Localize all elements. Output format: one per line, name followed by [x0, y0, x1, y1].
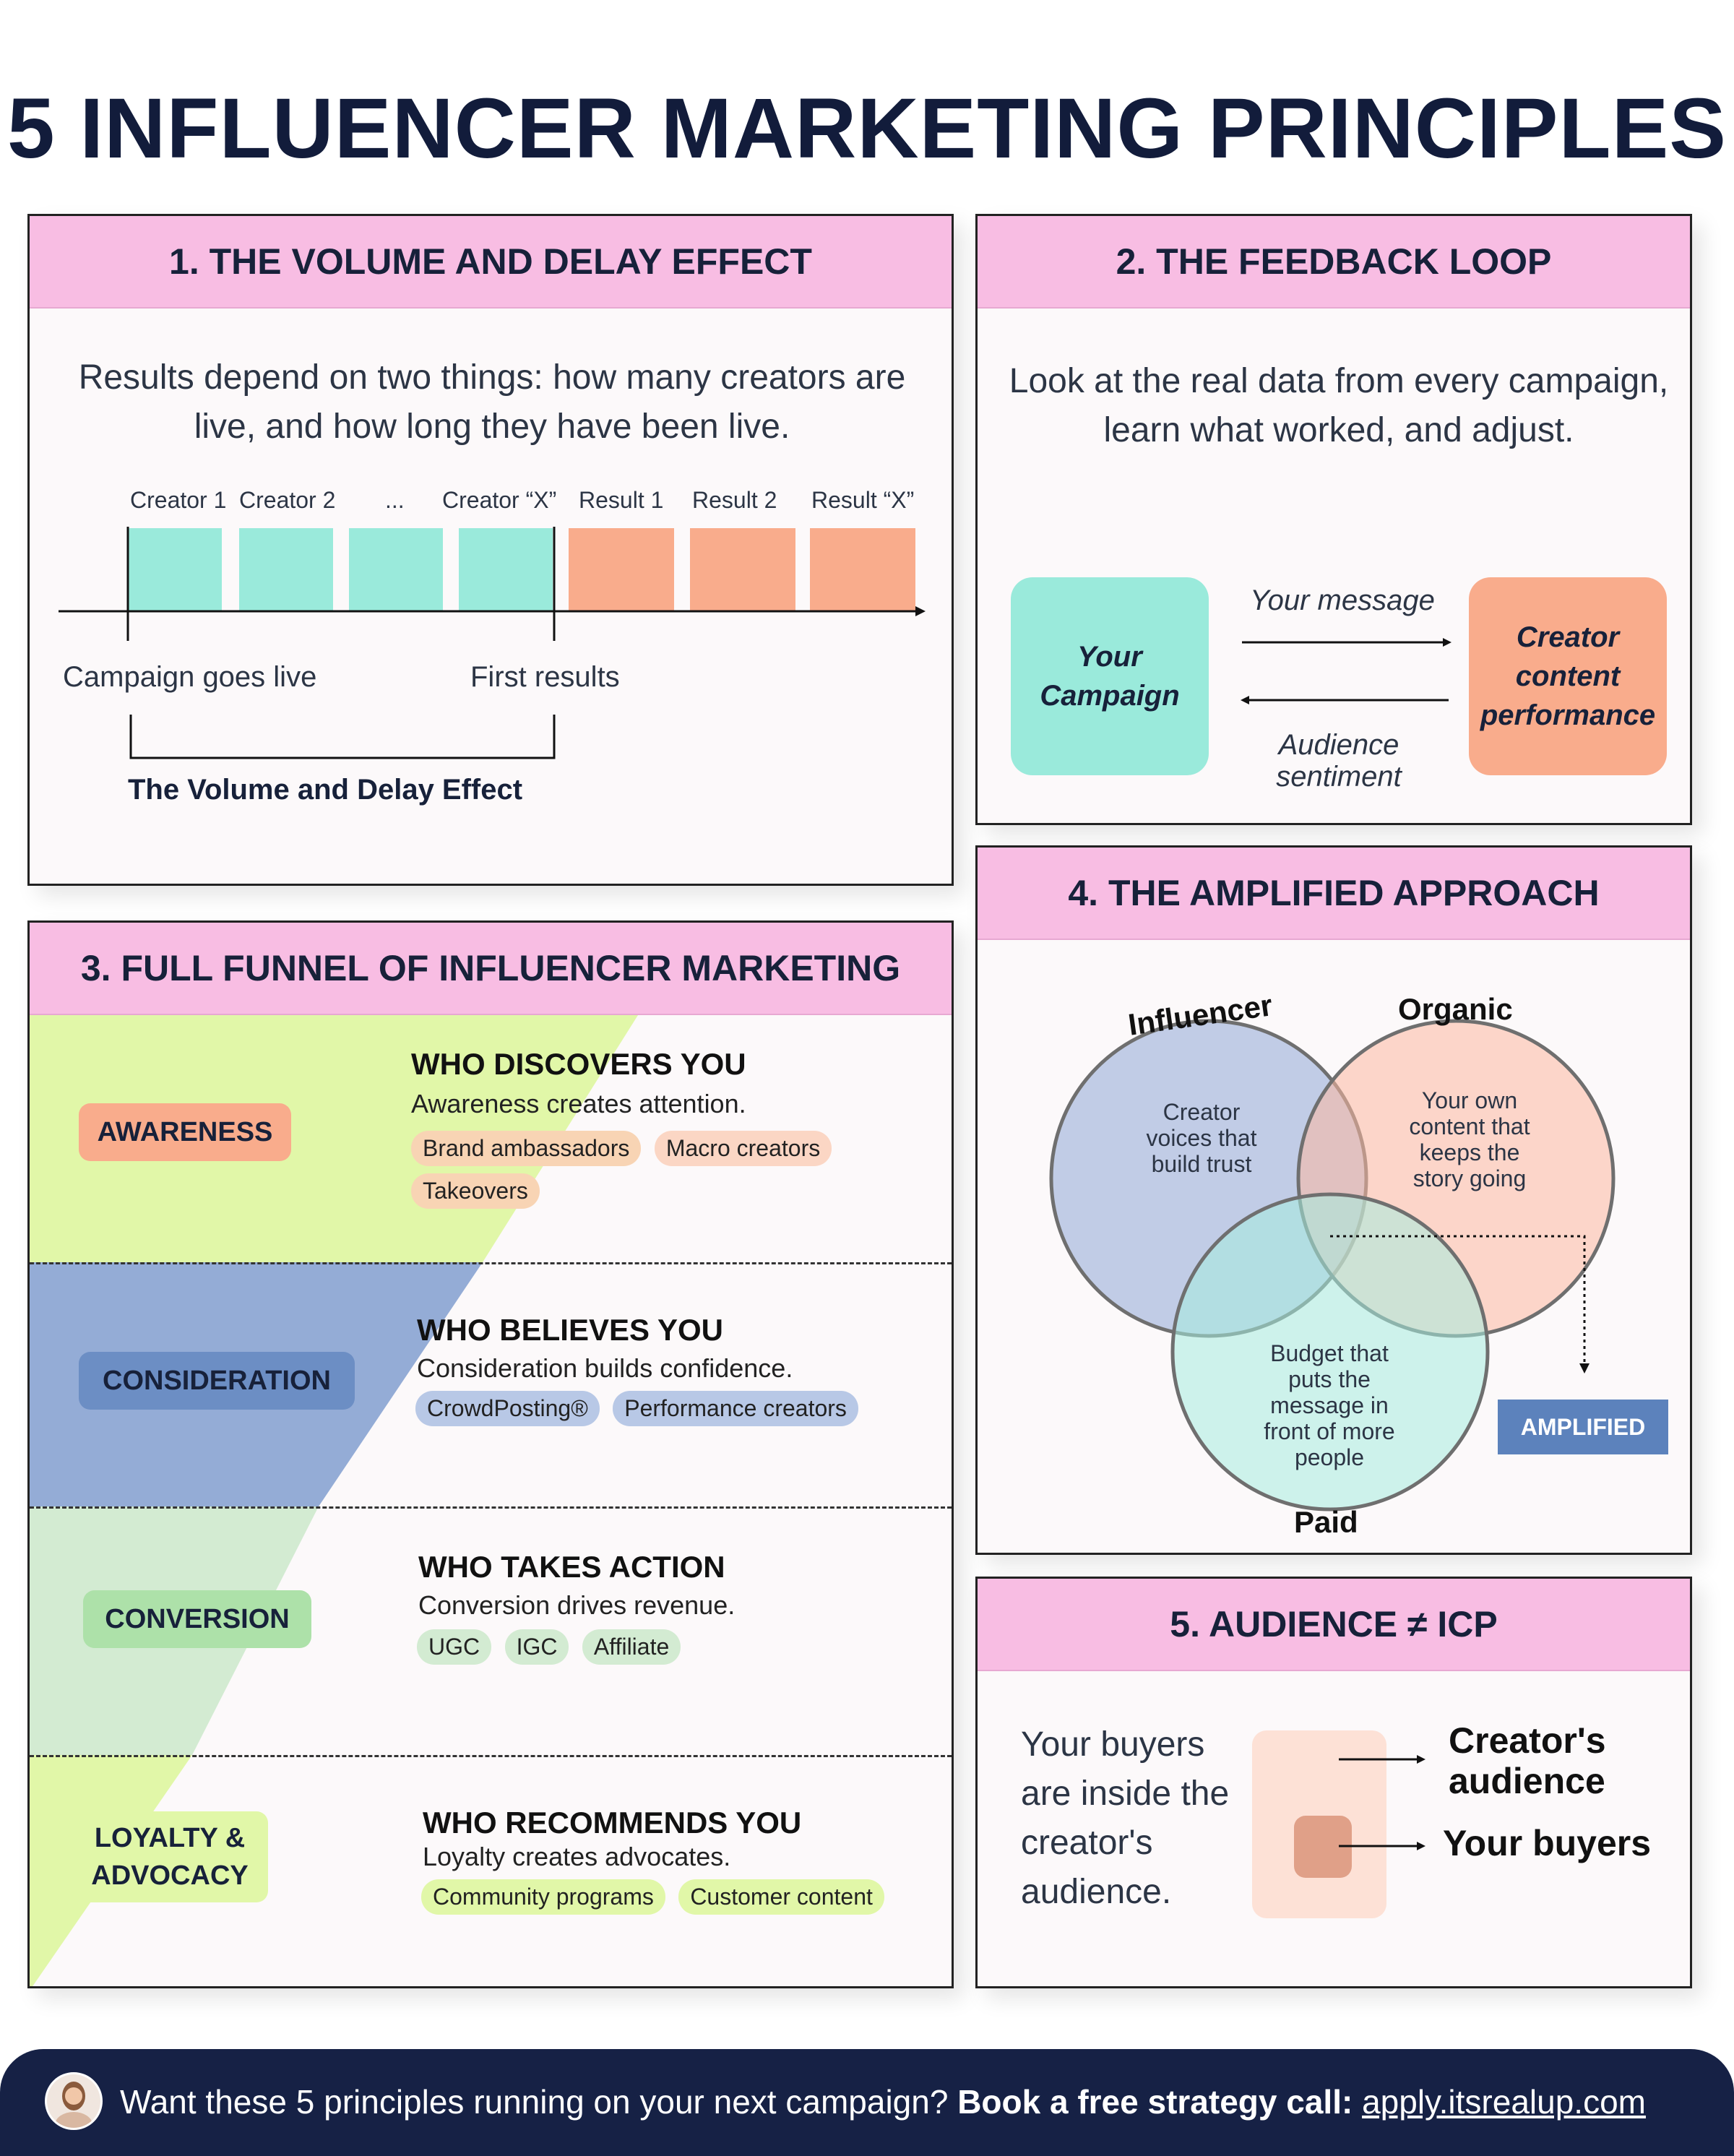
stage-title: WHO RECOMMENDS YOU — [423, 1806, 802, 1840]
first-results-label: First results — [470, 661, 620, 693]
avatar — [45, 2072, 103, 2130]
tag-group: CrowdPosting® Performance creators — [415, 1391, 936, 1433]
stage-conversion: CONVERSION — [83, 1590, 311, 1648]
divider — [30, 1755, 952, 1757]
timeline-label: Result 2 — [692, 487, 777, 513]
stage-description: Loyalty creates advocates. — [423, 1842, 731, 1871]
arrow-bottom-label: Audience sentiment — [1276, 729, 1402, 793]
arrow-left-head — [1241, 696, 1249, 704]
tag: IGC — [504, 1629, 569, 1665]
footer-lead: Want these 5 principles running on your … — [120, 2083, 949, 2121]
tag: Macro creators — [654, 1131, 832, 1166]
page-title: 5 INFLUENCER MARKETING PRINCIPLES — [7, 81, 1727, 176]
creator-block-x — [459, 528, 553, 611]
stage-loyalty-advocacy: LOYALTY & ADVOCACY — [72, 1811, 268, 1902]
panel-heading: 3. FULL FUNNEL OF INFLUENCER MARKETING — [30, 923, 952, 1015]
stage-description: Conversion drives revenue. — [418, 1590, 736, 1620]
timeline-label: Creator 2 — [239, 487, 336, 513]
result-block-2 — [690, 528, 795, 611]
stage-consideration: CONSIDERATION — [79, 1352, 355, 1410]
amplified-pointer — [1330, 1235, 1586, 1366]
timeline-label: Creator “X” — [442, 487, 557, 513]
stage-title: WHO TAKES ACTION — [418, 1550, 725, 1584]
tag: Community programs — [421, 1879, 665, 1915]
venn-diagram — [1049, 1019, 1616, 1512]
panel-heading: 1. THE VOLUME AND DELAY EFFECT — [30, 216, 952, 309]
tag: Customer content — [678, 1879, 884, 1915]
divider — [30, 1506, 952, 1509]
stage-title: WHO DISCOVERS YOU — [411, 1047, 746, 1081]
organic-label: Organic — [1398, 992, 1513, 1026]
result-block-1 — [569, 528, 674, 611]
tag: Affiliate — [582, 1629, 681, 1665]
feedback-arrows — [1241, 638, 1452, 704]
panel-heading: 4. THE AMPLIFIED APPROACH — [978, 848, 1690, 940]
tag-group: Brand ambassadors Macro creators Takeove… — [411, 1131, 917, 1216]
creator-block-2 — [239, 528, 333, 611]
bracket-label: The Volume and Delay Effect — [128, 774, 523, 806]
timeline-label: Result 1 — [579, 487, 664, 513]
panel-amplified-approach: 4. THE AMPLIFIED APPROACH Influencer Org… — [975, 845, 1692, 1555]
amplified-badge: AMPLIFIED — [1498, 1400, 1668, 1454]
tag-group: Community programs Customer content — [421, 1879, 952, 1922]
paid-label: Paid — [1294, 1505, 1358, 1539]
audience-arrows — [1339, 1755, 1425, 1850]
panel-description: Your buyers are inside the creator's aud… — [1021, 1725, 1230, 1911]
timeline-diagram — [59, 527, 926, 759]
organic-text: Your own content that keeps the story go… — [1409, 1087, 1530, 1191]
arrow-right-head — [1443, 638, 1452, 647]
footer-banner: Want these 5 principles running on your … — [0, 2049, 1734, 2156]
tag: Takeovers — [411, 1173, 540, 1209]
creator-block-3 — [349, 528, 443, 611]
panel-volume-delay: 1. THE VOLUME AND DELAY EFFECT Results d… — [27, 214, 954, 886]
stage-awareness: AWARENESS — [79, 1103, 291, 1161]
tag: Performance creators — [613, 1391, 858, 1426]
campaign-live-label: Campaign goes live — [63, 661, 317, 693]
timeline-label: Creator 1 — [130, 487, 227, 513]
timeline-arrowhead — [915, 606, 926, 616]
timeline-label: ... — [385, 487, 405, 513]
stage-description: Awareness creates attention. — [411, 1089, 746, 1118]
panel-audience-icp: 5. AUDIENCE ≠ ICP Your buyers are inside… — [975, 1577, 1692, 1988]
tag-group: UGC IGC Affiliate — [417, 1629, 923, 1672]
arrow-top-label: Your message — [1250, 585, 1435, 616]
result-block-x — [810, 528, 915, 611]
your-campaign-box: Your Campaign — [1011, 577, 1209, 775]
panel-heading: 2. THE FEEDBACK LOOP — [978, 216, 1690, 309]
stage-title: WHO BELIEVES YOU — [417, 1313, 723, 1347]
timeline-label: Result “X” — [811, 487, 915, 513]
divider — [30, 1262, 952, 1264]
footer-cta: Want these 5 principles running on your … — [120, 2082, 1646, 2121]
panel-heading: 5. AUDIENCE ≠ ICP — [978, 1579, 1690, 1671]
panel-description: Look at the real data from every campaig… — [1009, 362, 1669, 449]
creator-block-1 — [128, 528, 222, 611]
panel-full-funnel: 3. FULL FUNNEL OF INFLUENCER MARKETING A… — [27, 920, 954, 1988]
stage-description: Consideration builds confidence. — [417, 1353, 793, 1383]
tag: Brand ambassadors — [411, 1131, 642, 1166]
circle-paid — [1170, 1192, 1490, 1512]
creators-audience-label: Creator's audience — [1449, 1720, 1606, 1801]
panel-feedback-loop: 2. THE FEEDBACK LOOP Look at the real da… — [975, 214, 1692, 825]
creator-performance-box: Creator content performance — [1469, 577, 1667, 775]
influencer-text: Creator voices that build trust — [1146, 1099, 1257, 1177]
paid-text: Budget that puts the message in front of… — [1264, 1340, 1395, 1470]
bracket — [129, 715, 556, 759]
your-buyers-label: Your buyers — [1443, 1823, 1652, 1863]
footer-cta-text: Book a free strategy call: — [957, 2083, 1353, 2121]
panel-description: Results depend on two things: how many c… — [78, 358, 906, 446]
tag: UGC — [417, 1629, 492, 1665]
tag: CrowdPosting® — [415, 1391, 600, 1426]
footer-link[interactable]: apply.itsrealup.com — [1362, 2083, 1646, 2121]
